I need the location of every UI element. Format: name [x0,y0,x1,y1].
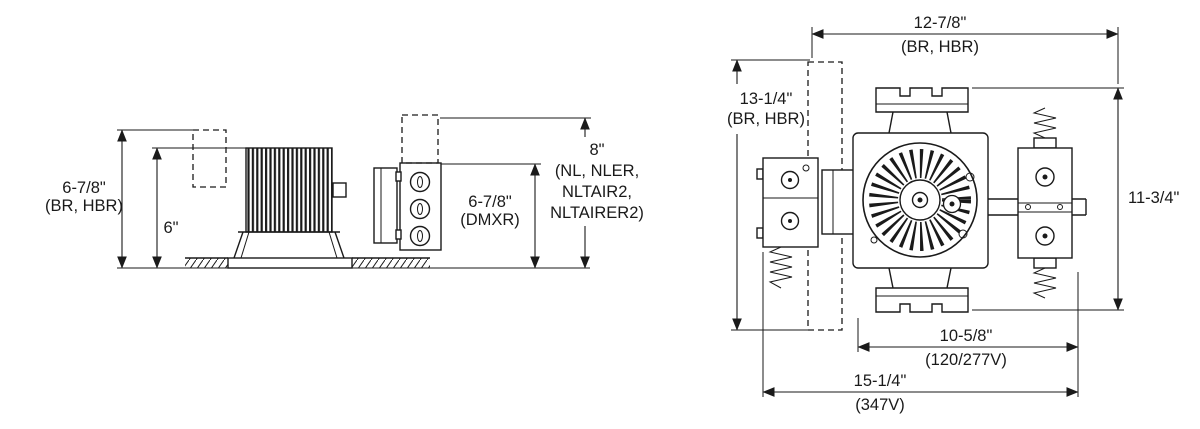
dim-label-models: NLTAIRER2) [550,204,644,222]
dim-side-overall: 6-7/8" (BR, HBR) [45,129,193,269]
dim-label-models: (BR, HBR) [901,38,979,56]
led-fan-assembly [862,142,978,258]
knockout [1035,226,1055,246]
dim-plan-right: 11-3/4" [972,87,1180,311]
knockout [780,170,800,190]
dim-label-value: 8" [589,141,604,159]
dim-label-models: NLTAIR2, [562,183,632,201]
hanger-bar-dashed-side [192,129,227,188]
dim-side-dmxr: 6-7/8" (DMXR) [441,163,541,269]
screw [870,236,878,244]
dim-label-value: 12-7/8" [914,14,967,32]
knockout [1035,167,1055,187]
knockout [409,225,431,247]
dim-label-models: (BR, HBR) [727,110,805,128]
spring [1032,267,1057,299]
ceiling-section [117,257,590,269]
trim-reflector [227,231,353,269]
knockout [780,211,800,231]
dim-label-models: (NL, NLER, [555,162,639,180]
jbox-dashed-extension [401,114,439,164]
dim-plan-top: 12-7/8" (BR, HBR) [811,14,1119,84]
mounting-bracket-bottom [875,287,969,313]
knockout [409,171,431,193]
knockout [409,198,431,220]
spring [1032,107,1057,139]
dim-label-models: (DMXR) [460,211,520,229]
dim-label-models: (120/277V) [925,351,1007,369]
wiring-connector [332,182,347,198]
dim-label-value: 6-7/8" [62,179,106,197]
dim-plan-left: 13-1/4" (BR, HBR) [727,59,810,331]
junction-box-left [756,157,819,289]
spring [768,246,793,289]
dim-label-value: 6" [163,219,178,237]
dim-label-models: (BR, HBR) [45,197,123,215]
dim-label-value: 13-1/4" [740,90,793,108]
bracket-connectors [888,111,952,289]
heatsink [245,147,347,233]
dim-label-value: 11-3/4" [1128,189,1180,207]
dim-side-nl: 8" (NL, NLER, NLTAIR2, NLTAIRER2) [440,117,644,269]
plan-view: 12-7/8" (BR, HBR) 13-1/4" (BR, HBR) 11-3… [727,14,1180,414]
trim-flange [227,257,353,269]
dim-label-models: (347V) [855,396,905,414]
mounting-bracket-top [875,87,969,113]
dim-label-value: 10-5/8" [940,327,993,345]
sliding-bracket [821,169,855,235]
dim-label-value: 15-1/4" [854,372,907,390]
mounting-plate-side [373,167,398,244]
side-view: 6-7/8" (BR, HBR) 6" 6-7/8" (DMXR) 8" (NL… [45,114,644,269]
junction-box-right [988,107,1087,299]
dim-plan-outer-width: 15-1/4" (347V) [762,252,1079,414]
dim-label-value: 6-7/8" [468,193,512,211]
junction-box-side [395,162,442,251]
screw [958,229,968,239]
dim-plan-inner-width: 10-5/8" (120/277V) [857,272,1079,369]
screw [965,172,975,182]
dim-side-housing: 6" [152,147,246,269]
